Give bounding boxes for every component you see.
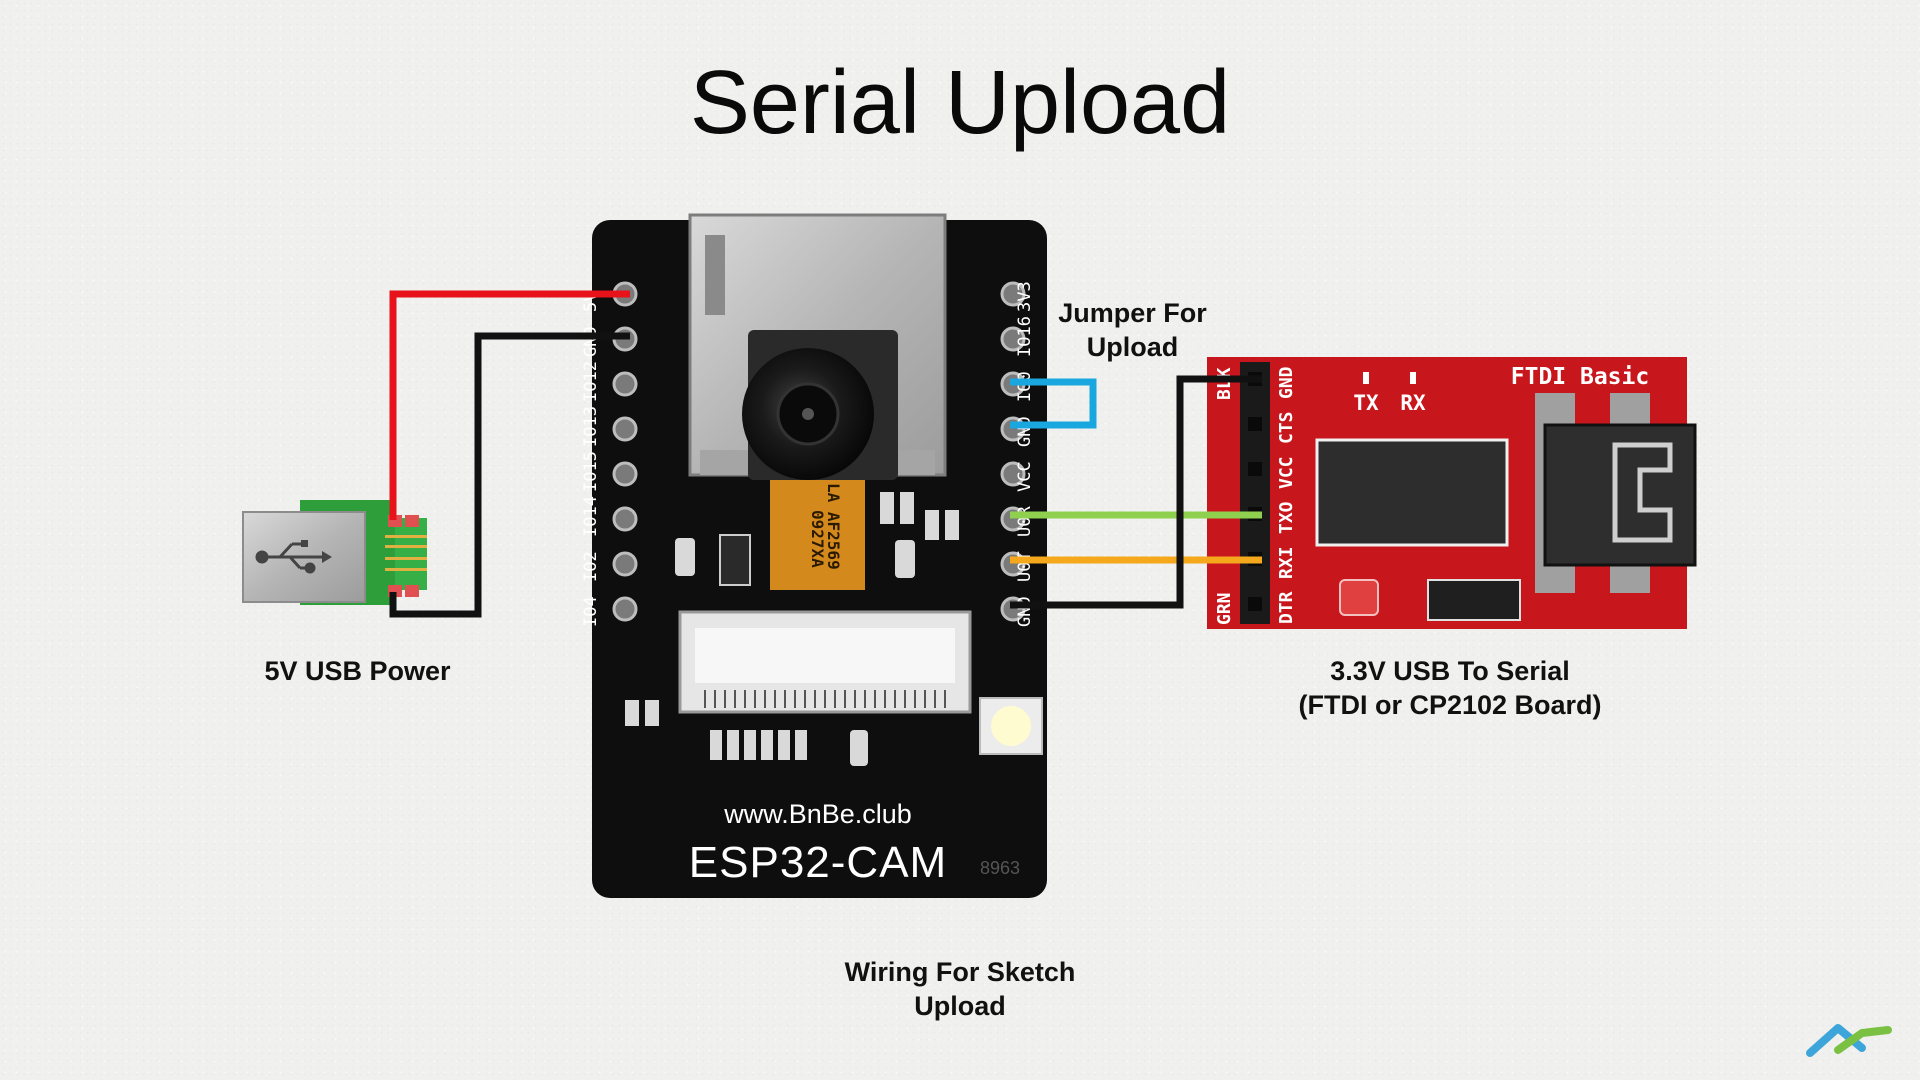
ftdi-pin-label-rxi: RXI: [1276, 546, 1297, 579]
pin-label-right-u0r: U0R: [1015, 506, 1035, 537]
pin-label-left-io2: IO2: [581, 551, 601, 582]
header-pin-left-io2: [612, 551, 638, 577]
serial-label-line2: (FTDI or CP2102 Board): [1298, 690, 1602, 720]
jumper-label-line1: Jumper For: [1058, 298, 1207, 328]
sd-latch: [705, 235, 725, 315]
serial-label-line1: 3.3V USB To Serial: [1330, 656, 1570, 686]
pin-label-left-io15: IO15: [581, 451, 601, 492]
ftdi-board: BLK GRN GND CTS VCC TXO RXI DTR FTDI Basic TX…: [1207, 357, 1697, 629]
camera-ribbon: [770, 480, 865, 590]
pin-label-left-io4: IO4: [581, 596, 601, 627]
jumper-label: Jumper For Upload: [1025, 296, 1240, 364]
ftdi-header: [1240, 362, 1270, 624]
rx-led: [1410, 372, 1416, 384]
usb-pad-2: [405, 515, 419, 527]
tx-label: TX: [1353, 391, 1379, 415]
footer-line1: Wiring For Sketch: [844, 957, 1076, 987]
header-pin-left-io4: [612, 596, 638, 622]
header-pin-left-io12: [612, 371, 638, 397]
header-pin-left-io15: [612, 461, 638, 487]
pin-label-left-io13: IO13: [581, 406, 601, 447]
header-pin-left-io13: [612, 416, 638, 442]
esp32-model-name: ESP32-CAM: [689, 838, 947, 887]
flash-led-lens: [991, 706, 1031, 746]
pin-label-right-3v3: 3V3: [1015, 281, 1035, 312]
fpc-contacts: [704, 690, 946, 708]
ftdi-pin-labels: GND CTS VCC TXO RXI DTR: [1276, 366, 1297, 624]
serial-board-label: 3.3V USB To Serial (FTDI or CP2102 Board…: [1250, 654, 1650, 722]
fpc-slot: [695, 628, 955, 683]
ftdi-pin-label-txo: TXO: [1276, 501, 1297, 534]
jumper-io0-gnd: [1010, 378, 1097, 429]
header-pin-left-io14: [612, 506, 638, 532]
usb-icon: [255, 540, 332, 574]
pin-label-right-vcc: VCC: [1015, 461, 1035, 492]
brand-logo-icon: [1806, 1024, 1892, 1057]
wire-gnd-usb: [389, 332, 630, 618]
ftdi-side-label-bottom: GRN: [1214, 592, 1235, 625]
ribbon-text-2: 0927XA: [808, 510, 827, 568]
ftdi-regulator: [1427, 579, 1521, 621]
rx-label: RX: [1400, 391, 1426, 415]
ftdi-chip: [1315, 438, 1509, 547]
ftdi-pin-label-vcc: VCC: [1276, 456, 1297, 489]
usb-pcb-tab: [395, 518, 427, 590]
ribbon-text-1: LA AF2569: [824, 483, 843, 570]
usb-power-module: [242, 500, 427, 605]
esp32-website: www.BnBe.club: [723, 799, 912, 829]
ftdi-pin-label-dtr: DTR: [1276, 591, 1297, 624]
ftdi-pin-label-gnd: GND: [1276, 366, 1297, 399]
tx-led: [1363, 372, 1369, 384]
esp32-board-code: 8963: [980, 858, 1020, 878]
pin-label-right-io0: IO0: [1015, 371, 1035, 402]
usb-traces: [385, 535, 427, 571]
pin-label-right-u0t: U0T: [1015, 551, 1035, 582]
header-pin-right-vcc: [1000, 461, 1026, 487]
footer-caption: Wiring For Sketch Upload: [760, 955, 1160, 1023]
ftdi-smd-part: [1339, 579, 1379, 616]
wires: [389, 290, 1262, 618]
smd-components: [625, 492, 959, 766]
camera-lens-center: [802, 408, 814, 420]
esp32-cam-board: LA AF2569 0927XA: [581, 213, 1047, 898]
wire-gnd-ftdi: [1010, 375, 1262, 609]
mini-usb-port: [1612, 442, 1673, 543]
jumper-label-line2: Upload: [1086, 332, 1179, 362]
pin-label-left-io12: IO12: [581, 361, 601, 402]
usb-pad-gnd: [405, 585, 419, 597]
header-pin-right-io16: [1000, 326, 1026, 352]
usb-power-label: 5V USB Power: [264, 656, 451, 686]
pin-label-left-io14: IO14: [581, 496, 601, 537]
footer-line2: Upload: [914, 991, 1006, 1021]
pin-label-left-gnd: GND: [581, 326, 601, 357]
ftdi-side-label-top: BLK: [1214, 367, 1235, 400]
header-pin-right-3v3: [1000, 281, 1026, 307]
pin-label-right-io16: IO16: [1015, 316, 1035, 357]
ftdi-pin-label-cts: CTS: [1276, 411, 1297, 444]
ftdi-title: FTDI Basic: [1511, 364, 1649, 390]
page-title: Serial Upload: [689, 53, 1231, 153]
pin-label-right-gnd: GND: [1015, 596, 1035, 627]
wire-5v: [389, 290, 630, 520]
pin-label-right-gnd: GND: [1015, 416, 1035, 447]
